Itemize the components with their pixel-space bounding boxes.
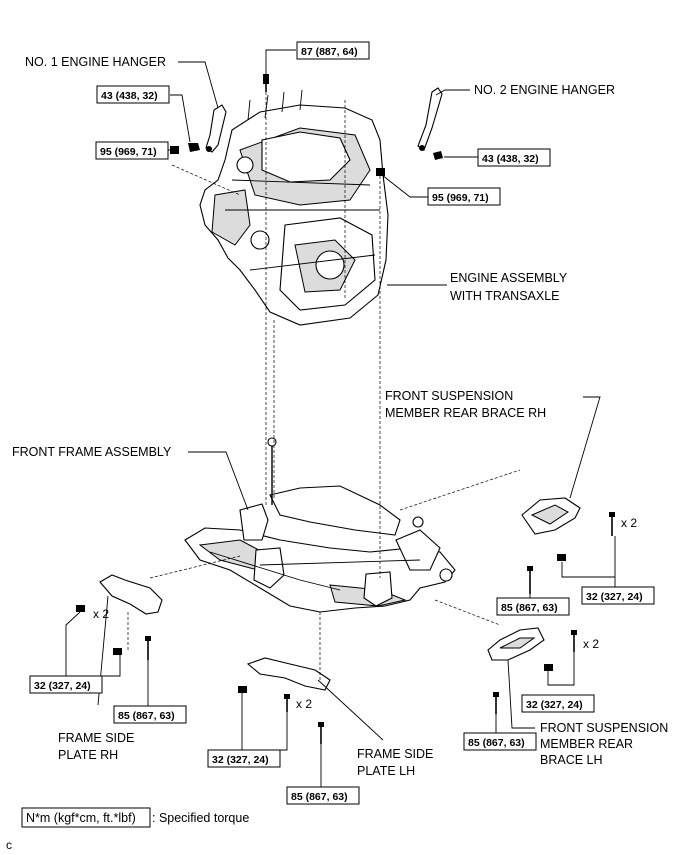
torque-top-bolt: 87 (887, 64) [296, 41, 370, 60]
qty-lh-brace: x 2 [583, 637, 599, 651]
front-suspension-rh-label-line1: FRONT SUSPENSION [385, 389, 513, 403]
torque-value: 43 (438, 32) [482, 153, 539, 165]
front-suspension-lh-label-line3: BRACE LH [540, 753, 603, 767]
front-frame-assembly-label: FRONT FRAME ASSEMBLY [12, 445, 172, 459]
corner-mark: c [6, 838, 12, 852]
qty-rh-brace: x 2 [621, 516, 637, 530]
engine-assembly-label-line1: ENGINE ASSEMBLY [450, 271, 568, 285]
torque-engine-right-nut: 95 (969, 71) [427, 187, 501, 206]
torque-value: 85 (867, 63) [468, 737, 525, 749]
torque-value: 85 (867, 63) [118, 710, 175, 722]
torque-value: 32 (327, 24) [586, 591, 643, 603]
legend-unit-box: N*m (kgf*cm, ft.*lbf) [26, 811, 136, 825]
torque-left-plate-bolt: 32 (327, 24) [29, 675, 103, 694]
torque-hanger2-bolt: 43 (438, 32) [477, 148, 551, 167]
torque-rh-brace-main-bolt: 85 (867, 63) [496, 597, 570, 616]
torque-value: 32 (327, 24) [34, 680, 91, 692]
front-suspension-lh-label-line1: FRONT SUSPENSION [540, 721, 668, 735]
no1-engine-hanger-part [205, 104, 227, 153]
qty-lh-plate: x 2 [296, 697, 312, 711]
torque-legend: N*m (kgf*cm, ft.*lbf) : Specified torque [21, 807, 249, 828]
frame-side-plate-rh-label-line1: FRAME SIDE [58, 731, 134, 745]
alignment-lines [127, 92, 521, 680]
front-suspension-rh-label-line2: MEMBER REAR BRACE RH [385, 406, 546, 420]
torque-value: 87 (887, 64) [301, 46, 358, 58]
torque-value: 32 (327, 24) [212, 754, 269, 766]
no2-engine-hanger-label: NO. 2 ENGINE HANGER [474, 83, 615, 97]
torque-value: 43 (438, 32) [101, 90, 158, 102]
torque-value: 95 (969, 71) [100, 146, 157, 158]
torque-lh-brace-main-bolt: 85 (867, 63) [463, 732, 537, 751]
torque-left-plate-main-bolt: 85 (867, 63) [113, 705, 187, 724]
front-suspension-brace-lh-part [487, 627, 577, 714]
engine-assembly-drawing [199, 89, 389, 326]
engine-assembly-label-line2: WITH TRANSAXLE [450, 289, 560, 303]
torque-hanger1-nut: 95 (969, 71) [95, 141, 169, 160]
no1-engine-hanger-label: NO. 1 ENGINE HANGER [25, 55, 166, 69]
torque-value: 85 (867, 63) [291, 791, 348, 803]
frame-side-plate-lh-label-line2: PLATE LH [357, 764, 415, 778]
qty-left-plate: x 2 [93, 607, 109, 621]
torque-rh-brace-bolt: 32 (327, 24) [581, 586, 655, 605]
no2-engine-hanger-part [417, 87, 443, 151]
frame-side-plate-rh-part [76, 574, 163, 660]
torque-value: 95 (969, 71) [432, 192, 489, 204]
engine-fasteners [170, 74, 443, 176]
frame-side-plate-rh-label-line2: PLATE RH [58, 748, 118, 762]
front-suspension-lh-label-line2: MEMBER REAR [540, 737, 633, 751]
frame-side-plate-lh-label-line1: FRAME SIDE [357, 747, 433, 761]
torque-lh-plate-bolt: 32 (327, 24) [207, 749, 281, 768]
front-frame-assembly-drawing [184, 437, 456, 613]
torque-lh-plate-main-bolt: 85 (867, 63) [286, 786, 360, 805]
frame-side-plate-lh-part [238, 657, 331, 744]
torque-value: 32 (327, 24) [526, 699, 583, 711]
front-suspension-brace-rh-part [521, 497, 615, 594]
leader-lines [65, 49, 616, 788]
torque-value: 85 (867, 63) [501, 602, 558, 614]
legend-description: : Specified torque [152, 811, 249, 825]
torque-hanger1-bolt: 43 (438, 32) [96, 85, 170, 104]
torque-lh-brace-bolt: 32 (327, 24) [521, 694, 595, 713]
